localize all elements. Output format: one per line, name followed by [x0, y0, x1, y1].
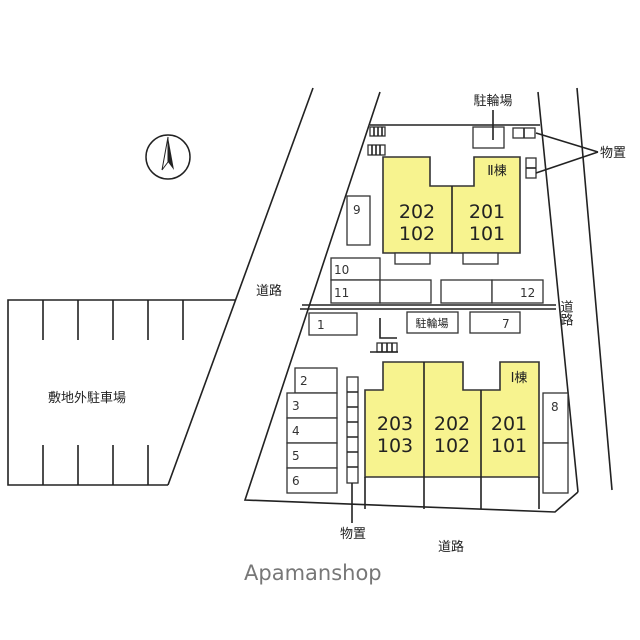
building-1-label: Ⅰ棟	[511, 371, 528, 386]
site-boundary	[243, 91, 579, 513]
spot-number: 11	[334, 286, 349, 300]
parking-spot-9	[346, 195, 371, 246]
road-edge-right	[576, 87, 613, 491]
bicycle-label-top: 駐輪場	[473, 93, 512, 109]
road-label-left: 道路	[256, 283, 282, 299]
road-label-right: 道路	[558, 300, 574, 326]
spot-number: 12	[520, 286, 535, 300]
bicycle-label-middle: 駐輪場	[416, 316, 449, 330]
spot-number: 4	[292, 424, 300, 438]
parking-spots: 9 10 11 12 1 駐輪場 7 2 3 4 5 6 8	[286, 195, 569, 494]
building-2: Ⅱ棟 202 102 201 101	[382, 156, 521, 265]
unit-number: 202	[399, 201, 435, 223]
spot-number: 5	[292, 449, 300, 463]
spot-number: 6	[292, 474, 300, 488]
spot-number: 3	[292, 399, 300, 413]
spot-number: 1	[317, 318, 325, 332]
storage-sheds-bottom	[346, 376, 359, 523]
unit-number: 102	[434, 435, 470, 457]
unit-number: 202	[434, 413, 470, 435]
unit-number: 203	[377, 413, 413, 435]
site-boundary-right	[537, 91, 579, 493]
spot-number: 10	[334, 263, 349, 277]
storage-label-bottom: 物置	[340, 527, 366, 542]
unit-number: 102	[399, 223, 435, 245]
bicycle-parking-top	[472, 126, 505, 149]
storage-label-top: 物置	[600, 146, 626, 161]
unit-number: 101	[469, 223, 505, 245]
spot-number: 2	[300, 374, 308, 388]
spot-number: 7	[502, 317, 510, 331]
offsite-parking-lot: 敷地外駐車場	[7, 299, 236, 486]
stairs	[367, 126, 398, 353]
building-2-label: Ⅱ棟	[487, 164, 506, 179]
storage-sheds-top	[512, 127, 599, 179]
unit-number: 201	[469, 201, 505, 223]
spot-number: 9	[353, 203, 361, 217]
offsite-parking-label: 敷地外駐車場	[48, 391, 126, 406]
unit-number: 101	[491, 435, 527, 457]
north-arrow-icon	[145, 134, 191, 180]
road-edge	[167, 87, 314, 486]
bicycle-parking-middle	[406, 311, 459, 334]
spot-number: 8	[551, 400, 559, 414]
unit-number: 201	[491, 413, 527, 435]
building-1: Ⅰ棟 203 103 202 102 201 101	[364, 361, 540, 509]
apamanshop-watermark: Apamanshop	[244, 561, 382, 585]
unit-number: 103	[377, 435, 413, 457]
road-label-bottom: 道路	[438, 539, 464, 555]
